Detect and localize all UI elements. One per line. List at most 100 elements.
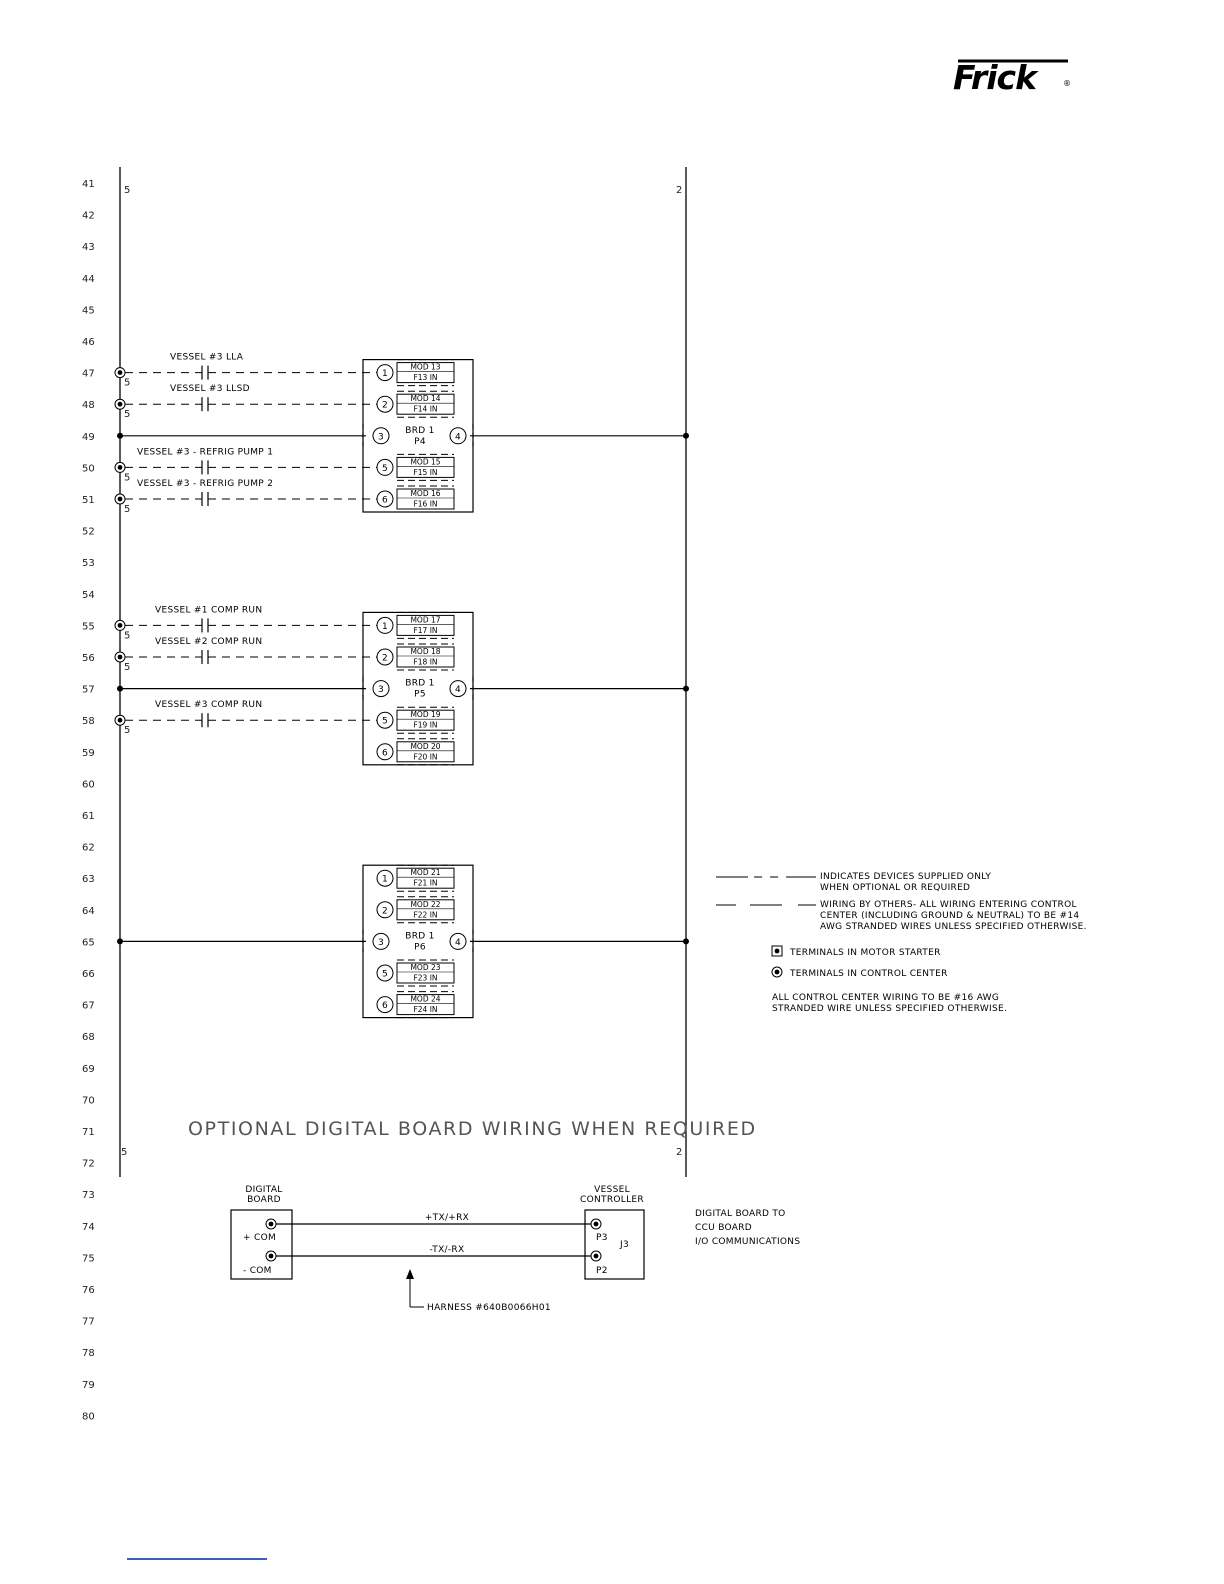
input-terminal-number: 6 [382,748,388,758]
module-label: MOD 21 [410,868,440,877]
vessel-controller-label-2: CONTROLLER [580,1195,644,1205]
rung-number: 48 [82,400,95,411]
module-input-label: F21 IN [413,879,437,888]
p2-label: P2 [596,1266,608,1276]
rail-label-right-bottom: 2 [676,1147,682,1158]
module-input-label: F18 IN [413,658,437,667]
rung-number: 60 [82,779,95,790]
module-input-label: F19 IN [413,721,437,730]
power-rails: 5 2 5 2 [119,167,687,1177]
rung-number: 68 [82,1032,95,1043]
rung-number: 74 [82,1222,95,1233]
input-module-box [396,994,455,1016]
module-input-label: F20 IN [413,752,437,761]
minus-com-label: - COM [243,1266,272,1276]
rung-number: 79 [82,1380,95,1391]
left-rail-junction [117,432,123,439]
rung-number: 49 [82,432,95,443]
input-module-box [396,393,455,415]
common-out-terminal [449,932,467,950]
rung-number: 47 [82,369,95,380]
rail-label-left-top: 5 [124,185,130,196]
rung-number: 45 [82,305,95,316]
j3-label: J3 [619,1240,629,1250]
vessel-controller-label-1: VESSEL [594,1185,630,1195]
device-label: VESSEL #3 - REFRIG PUMP 1 [137,447,273,457]
rung-number: 73 [82,1190,95,1201]
common-in-terminal [372,932,390,950]
common-in-terminal [372,427,390,445]
left-rail-junction [117,685,123,692]
logo-registered-mark: ® [1063,79,1071,88]
module-input-label: F16 IN [413,500,437,509]
input-terminal-number: 2 [382,401,388,411]
input-module-box [396,614,455,636]
input-terminal [376,996,394,1014]
legend-motor-starter: TERMINALS IN MOTOR STARTER [789,948,941,958]
line-plus-label: +TX/+RX [425,1213,469,1223]
legend-optional-line-2: WHEN OPTIONAL OR REQUIRED [820,883,970,893]
board-label: BRD 1 [405,679,434,689]
rung-number: 72 [82,1159,95,1170]
input-terminal [376,901,394,919]
rung-number: 76 [82,1285,95,1296]
module-label: MOD 18 [410,647,440,656]
rung-number: 64 [82,906,95,917]
rung-number: 54 [82,590,95,601]
rung-number: 65 [82,937,95,948]
port-label: P5 [414,690,426,700]
wire-number: 5 [124,378,130,389]
device-label: VESSEL #3 LLA [170,353,244,363]
rung-number: 75 [82,1253,95,1264]
rung-number: 63 [82,874,95,885]
legend-field-wiring-1: WIRING BY OTHERS- ALL WIRING ENTERING CO… [820,900,1077,910]
module-label: MOD 20 [410,742,440,751]
input-terminal-number: 6 [382,1001,388,1011]
common-in-number: 3 [378,938,384,948]
wire-number: 5 [124,725,130,736]
frick-logo: Frick ® [953,58,1071,97]
input-terminal-number: 1 [382,875,388,885]
module-input-label: F22 IN [413,910,437,919]
common-out-number: 4 [455,938,461,948]
comms-wiring: DIGITAL BOARD + COM - COM VESSEL CONTROL… [230,1185,800,1313]
rung-number: 57 [82,685,95,696]
legend-field-wiring-3: AWG STRANDED WIRES UNLESS SPECIFIED OTHE… [820,922,1087,932]
right-rail-junction [683,432,689,439]
harness-label: HARNESS #640B0066H01 [427,1303,551,1313]
rung-number: 78 [82,1348,95,1359]
line-minus-label: -TX/-RX [430,1245,465,1255]
common-in-number: 3 [378,685,384,695]
rung-number: 41 [82,179,95,190]
module-label: MOD 13 [410,363,440,372]
right-rail-junction [683,685,689,692]
wire-number: 5 [124,409,130,420]
rung-number: 42 [82,211,95,222]
rung-number: 51 [82,495,95,506]
module-label: MOD 17 [410,615,440,624]
common-out-number: 4 [455,685,461,695]
input-module-box [396,488,455,510]
digital-board-label-1: DIGITAL [245,1185,282,1195]
digital-board-box [230,1209,293,1280]
rung-number: 77 [82,1317,95,1328]
rung-number: 43 [82,242,95,253]
comms-note-1: DIGITAL BOARD TO [695,1209,786,1219]
legend-control-center: TERMINALS IN CONTROL CENTER [789,969,948,979]
module-input-label: F17 IN [413,626,437,635]
device-label: VESSEL #1 COMP RUN [155,605,262,615]
input-terminal [376,964,394,982]
input-module-box [396,456,455,478]
rung-number: 50 [82,463,95,474]
legend-wiring-note-1: ALL CONTROL CENTER WIRING TO BE #16 AWG [772,993,999,1003]
input-terminal-number: 2 [382,906,388,916]
field-terminal-dot [117,717,123,723]
wire-number: 5 [124,472,130,483]
rung-number: 67 [82,1001,95,1012]
right-rail-junction [683,938,689,945]
motor-starter-terminal-icon [771,945,783,957]
rung-number: 66 [82,969,95,980]
